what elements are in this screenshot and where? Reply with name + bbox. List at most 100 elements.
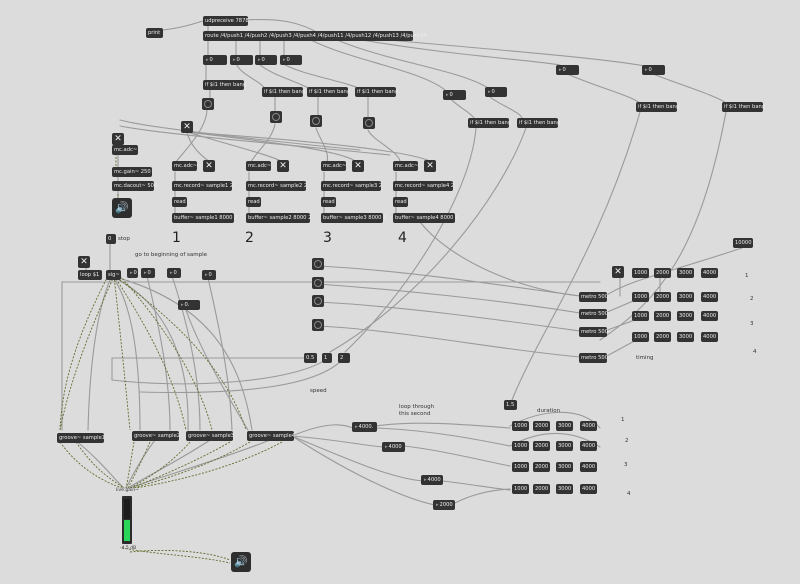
loop-message[interactable]: loop $1	[78, 270, 102, 280]
mc-adc-1[interactable]: mc.adc~	[172, 161, 198, 171]
speed-half[interactable]: 0.5	[304, 353, 317, 363]
mc-record-1[interactable]: mc.record~ sample1 2	[172, 181, 234, 191]
number-box[interactable]: 0	[280, 55, 302, 65]
speed-two[interactable]: 2	[338, 353, 350, 363]
bang-button[interactable]	[202, 98, 214, 110]
groove-3[interactable]: groove~ sample3	[186, 431, 235, 441]
toggle-x-icon[interactable]: ✕	[112, 133, 124, 145]
speaker-icon[interactable]: 🔊	[112, 198, 132, 218]
bang-button[interactable]	[312, 277, 324, 289]
mc-adc-4[interactable]: mc.adc~	[393, 161, 419, 171]
timing-3-3000[interactable]: 3000	[677, 311, 694, 321]
if-then-bang-6[interactable]: if $i1 then bang	[517, 118, 561, 128]
toggle-x-icon[interactable]: ✕	[203, 160, 215, 172]
dur-3-3000[interactable]: 3000	[556, 462, 573, 472]
buffer-3[interactable]: buffer~ sample3 8000 2	[321, 213, 387, 223]
stop-number[interactable]: 0	[106, 234, 116, 244]
timing-1-2000[interactable]: 2000	[654, 268, 671, 278]
if-then-bang-3[interactable]: if $i1 then bang	[307, 87, 351, 97]
mc-adc-2[interactable]: mc.adc~	[246, 161, 272, 171]
mc-gain-object[interactable]: mc.gain~ 250	[112, 167, 152, 177]
number-box[interactable]: 0	[642, 65, 665, 75]
speed-one-half[interactable]: 1.5	[504, 400, 517, 410]
timing-1-3000[interactable]: 3000	[677, 268, 694, 278]
timing-2-1000[interactable]: 1000	[632, 292, 649, 302]
timing-2-4000[interactable]: 4000	[701, 292, 718, 302]
timing-2-2000[interactable]: 2000	[654, 292, 671, 302]
timing-4-3000[interactable]: 3000	[677, 332, 694, 342]
toggle-x-icon[interactable]: ✕	[78, 256, 90, 268]
toggle-x-icon[interactable]: ✕	[612, 266, 624, 278]
timing-4-4000[interactable]: 4000	[701, 332, 718, 342]
read-message-2[interactable]: read	[246, 197, 261, 207]
timing-4-2000[interactable]: 2000	[654, 332, 671, 342]
number-box[interactable]: 0	[556, 65, 579, 75]
groove-2[interactable]: groove~ sample2	[132, 431, 181, 441]
toggle-x-icon[interactable]: ✕	[181, 121, 193, 133]
timing-1-1000[interactable]: 1000	[632, 268, 649, 278]
udpreceive-object[interactable]: udpreceive 7878	[203, 16, 249, 26]
if-then-bang-4[interactable]: if $i1 then bang	[355, 87, 399, 97]
dur-1-1000[interactable]: 1000	[512, 421, 529, 431]
dur-3-2000[interactable]: 2000	[533, 462, 550, 472]
mc-adc-3[interactable]: mc.adc~	[321, 161, 347, 171]
toggle-x-icon[interactable]: ✕	[424, 160, 436, 172]
if-then-bang-1[interactable]: if $i1 then bang	[203, 80, 247, 90]
bang-button[interactable]	[312, 258, 324, 270]
if-then-bang-5[interactable]: if $i1 then bang	[468, 118, 512, 128]
timing-3-2000[interactable]: 2000	[654, 311, 671, 321]
number-box[interactable]: 0	[127, 268, 138, 278]
route-object[interactable]: route /4/push1 /4/push2 /4/push3 /4/push…	[203, 31, 427, 41]
number-box[interactable]: 0	[230, 55, 253, 65]
float-number-box[interactable]: 0.	[178, 300, 200, 310]
dur-1-2000[interactable]: 2000	[533, 421, 550, 431]
metro-2[interactable]: metro 500	[579, 309, 609, 319]
speaker-icon[interactable]: 🔊	[231, 552, 251, 572]
timing-3-1000[interactable]: 1000	[632, 311, 649, 321]
read-message-3[interactable]: read	[321, 197, 336, 207]
dur-4-4000[interactable]: 4000	[580, 484, 597, 494]
dur-4-2000[interactable]: 2000	[533, 484, 550, 494]
mc-record-4[interactable]: mc.record~ sample4 2	[393, 181, 455, 191]
timing-3-4000[interactable]: 4000	[701, 311, 718, 321]
live-gain-meter[interactable]	[122, 496, 132, 544]
bang-button[interactable]	[270, 111, 282, 123]
read-message-4[interactable]: read	[393, 197, 408, 207]
number-box[interactable]: 0	[443, 90, 466, 100]
metro-4[interactable]: metro 500	[579, 353, 609, 363]
bang-button[interactable]	[310, 115, 322, 127]
metro-ten-thousand[interactable]: 10000	[733, 238, 753, 248]
groove-1[interactable]: groove~ sample1	[57, 433, 106, 443]
mc-adc-object[interactable]: mc.adc~	[112, 145, 138, 155]
number-box[interactable]: 0	[141, 268, 155, 278]
metro-1[interactable]: metro 500	[579, 292, 609, 302]
duration-number[interactable]: 4000.	[352, 422, 377, 432]
if-then-bang-8[interactable]: if $i1 then bang	[722, 102, 766, 112]
dur-1-4000[interactable]: 4000	[580, 421, 597, 431]
dur-2-2000[interactable]: 2000	[533, 441, 550, 451]
bang-button[interactable]	[363, 117, 375, 129]
timing-4-1000[interactable]: 1000	[632, 332, 649, 342]
if-then-bang-2[interactable]: if $i1 then bang	[262, 87, 306, 97]
dur-1-3000[interactable]: 3000	[556, 421, 573, 431]
duration-number[interactable]: 4000	[421, 475, 443, 485]
toggle-x-icon[interactable]: ✕	[352, 160, 364, 172]
dur-2-3000[interactable]: 3000	[556, 441, 573, 451]
buffer-4[interactable]: buffer~ sample4 8000 2	[393, 213, 459, 223]
dur-2-4000[interactable]: 4000	[580, 441, 597, 451]
dur-4-3000[interactable]: 3000	[556, 484, 573, 494]
read-message-1[interactable]: read	[172, 197, 187, 207]
duration-number[interactable]: 2000	[433, 500, 455, 510]
dur-3-4000[interactable]: 4000	[580, 462, 597, 472]
number-box[interactable]: 0	[167, 268, 181, 278]
sig-object[interactable]: sig~	[106, 270, 121, 280]
buffer-1[interactable]: buffer~ sample1 8000 2	[172, 213, 238, 223]
bang-button[interactable]	[312, 295, 324, 307]
number-box[interactable]: 0	[255, 55, 277, 65]
speed-one[interactable]: 1	[322, 353, 332, 363]
timing-1-4000[interactable]: 4000	[701, 268, 718, 278]
toggle-x-icon[interactable]: ✕	[277, 160, 289, 172]
number-box[interactable]: 0	[485, 87, 507, 97]
dur-2-1000[interactable]: 1000	[512, 441, 529, 451]
